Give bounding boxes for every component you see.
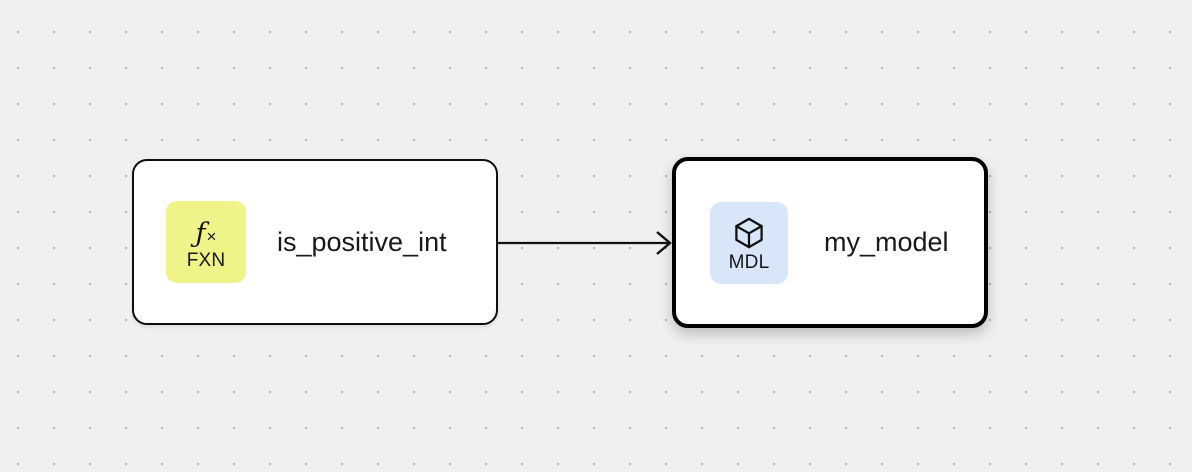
node-badge-fxn: ƒ× FXN (166, 201, 246, 283)
edge-arrowhead-icon (656, 231, 672, 255)
node-title: is_positive_int (277, 226, 447, 257)
node-title: my_model (824, 227, 949, 257)
node-badge-label: MDL (728, 251, 770, 273)
node-badge-label: FXN (186, 250, 226, 271)
node-is-positive-int[interactable]: ƒ× FXN is_positive_int (132, 159, 498, 325)
edge-is-positive-int-to-my-model[interactable] (498, 231, 672, 255)
cube-icon (731, 214, 767, 252)
function-fx-icon: ƒ× (195, 217, 217, 249)
node-my-model[interactable]: MDL my_model (672, 157, 988, 328)
node-badge-mdl: MDL (710, 201, 788, 284)
